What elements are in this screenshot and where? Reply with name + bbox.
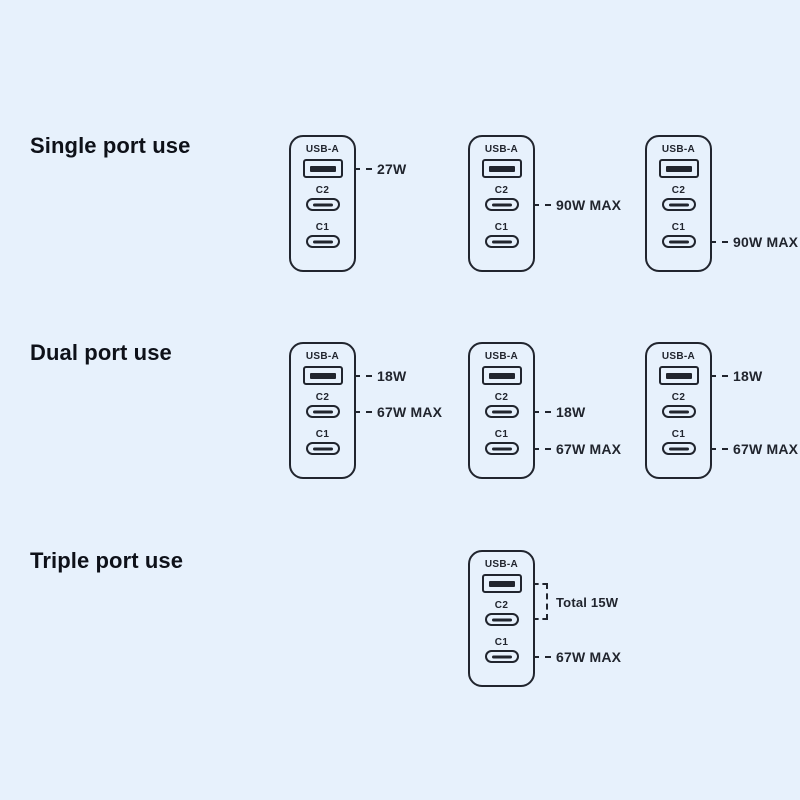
callout-value: 67W MAX	[556, 440, 622, 457]
usb-a-port-icon	[658, 159, 699, 178]
callout-c1: 67W MAX	[533, 647, 621, 667]
usb-a-port-icon	[481, 159, 522, 178]
usb-a-pin	[665, 165, 692, 172]
usb-a-pin	[309, 372, 336, 379]
usb-a-pin	[309, 165, 336, 172]
dashed-leader-line	[354, 410, 372, 413]
usb-c-port-icon	[484, 442, 519, 455]
callout-value: 90W MAX	[733, 233, 799, 250]
section-title-triple-port-use: Triple port use	[30, 548, 184, 573]
usb-a-port-label: USB-A	[484, 559, 519, 570]
usb-c-port-icon	[305, 235, 340, 248]
usb-a-port-icon	[302, 366, 343, 385]
dashed-leader-line	[710, 374, 728, 377]
callout-value: 27W	[377, 160, 407, 177]
usb-a-port-label: USB-A	[661, 144, 696, 155]
charger-dual-3: USB-A C2 C1 18W 67W MAX	[645, 342, 798, 479]
callout-value: 67W MAX	[377, 403, 443, 420]
charger-single-2: USB-A C2 C1 90W MAX	[468, 135, 621, 272]
usb-c-port-icon	[305, 198, 340, 211]
callout-usb-a: 18W	[710, 366, 762, 386]
callout-usb-a: 27W	[354, 159, 406, 179]
callout-c2: 67W MAX	[354, 402, 442, 422]
usb-c-pin	[491, 203, 512, 206]
callout-c1: 90W MAX	[710, 232, 798, 252]
usb-c-port-icon	[484, 198, 519, 211]
callout-c2: 90W MAX	[533, 195, 621, 215]
section-title-dual-port-use: Dual port use	[30, 340, 172, 365]
usb-c-pin	[491, 618, 512, 621]
dashed-leader-line	[710, 240, 728, 243]
usb-c-pin	[312, 447, 333, 450]
usb-c-pin	[491, 240, 512, 243]
dashed-leader-line	[354, 167, 372, 170]
callout-value: 90W MAX	[556, 196, 622, 213]
usb-c-pin	[668, 410, 689, 413]
usb-c-pin	[668, 240, 689, 243]
usb-c-port-icon	[661, 198, 696, 211]
callout-c2: 18W	[533, 402, 585, 422]
usb-c-port-icon	[484, 405, 519, 418]
usb-c-pin	[491, 410, 512, 413]
charger-dual-1: USB-A C2 C1 18W 67W MAX	[289, 342, 442, 479]
dashed-leader-line	[533, 655, 551, 658]
usb-c-port-icon	[305, 405, 340, 418]
dashed-leader-line	[533, 410, 551, 413]
dashed-leader-line	[533, 203, 551, 206]
usb-a-port-label: USB-A	[305, 351, 340, 362]
usb-c-pin	[491, 655, 512, 658]
charger-dual-2: USB-A C2 C1 18W 67W MAX	[468, 342, 621, 479]
callout-value: 67W MAX	[556, 648, 622, 665]
usb-a-pin	[665, 372, 692, 379]
callout-usb-a: 18W	[354, 366, 406, 386]
usb-c-port-icon	[484, 613, 519, 626]
charger-single-1: USB-A C2 C1 27W	[289, 135, 406, 272]
usb-a-port-icon	[302, 159, 343, 178]
usb-a-pin	[488, 165, 515, 172]
callout-value: 18W	[556, 403, 586, 420]
usb-a-pin	[488, 580, 515, 587]
usb-a-port-icon	[481, 574, 522, 593]
callout-value: 18W	[377, 367, 407, 384]
usb-a-pin	[488, 372, 515, 379]
charger-single-3: USB-A C2 C1 90W MAX	[645, 135, 798, 272]
dashed-leader-line	[354, 374, 372, 377]
usb-a-port-label: USB-A	[484, 351, 519, 362]
usb-c-pin	[312, 410, 333, 413]
usb-c-port-icon	[661, 442, 696, 455]
usb-a-port-label: USB-A	[484, 144, 519, 155]
callout-c1: 67W MAX	[533, 439, 621, 459]
usb-c-pin	[668, 447, 689, 450]
usb-c-pin	[491, 447, 512, 450]
callout-c1: 67W MAX	[710, 439, 798, 459]
dashed-bracket-usb-a-c2	[533, 582, 548, 620]
usb-a-port-icon	[481, 366, 522, 385]
charger-triple-1: USB-A C2 C1 Total 15W 67W MAX	[468, 550, 621, 687]
dashed-leader-line	[533, 447, 551, 450]
usb-c-port-icon	[661, 405, 696, 418]
usb-c-pin	[312, 240, 333, 243]
dashed-leader-line	[710, 447, 728, 450]
usb-c-pin	[312, 203, 333, 206]
usb-c-pin	[668, 203, 689, 206]
usb-a-port-label: USB-A	[305, 144, 340, 155]
usb-c-port-icon	[661, 235, 696, 248]
usb-c-port-icon	[484, 650, 519, 663]
callout-total-value: Total 15W	[556, 595, 619, 610]
usb-a-port-icon	[658, 366, 699, 385]
callout-value: 18W	[733, 367, 763, 384]
callout-value: 67W MAX	[733, 440, 799, 457]
usb-c-port-icon	[484, 235, 519, 248]
section-title-single-port-use: Single port use	[30, 133, 191, 158]
usb-c-port-icon	[305, 442, 340, 455]
usb-a-port-label: USB-A	[661, 351, 696, 362]
